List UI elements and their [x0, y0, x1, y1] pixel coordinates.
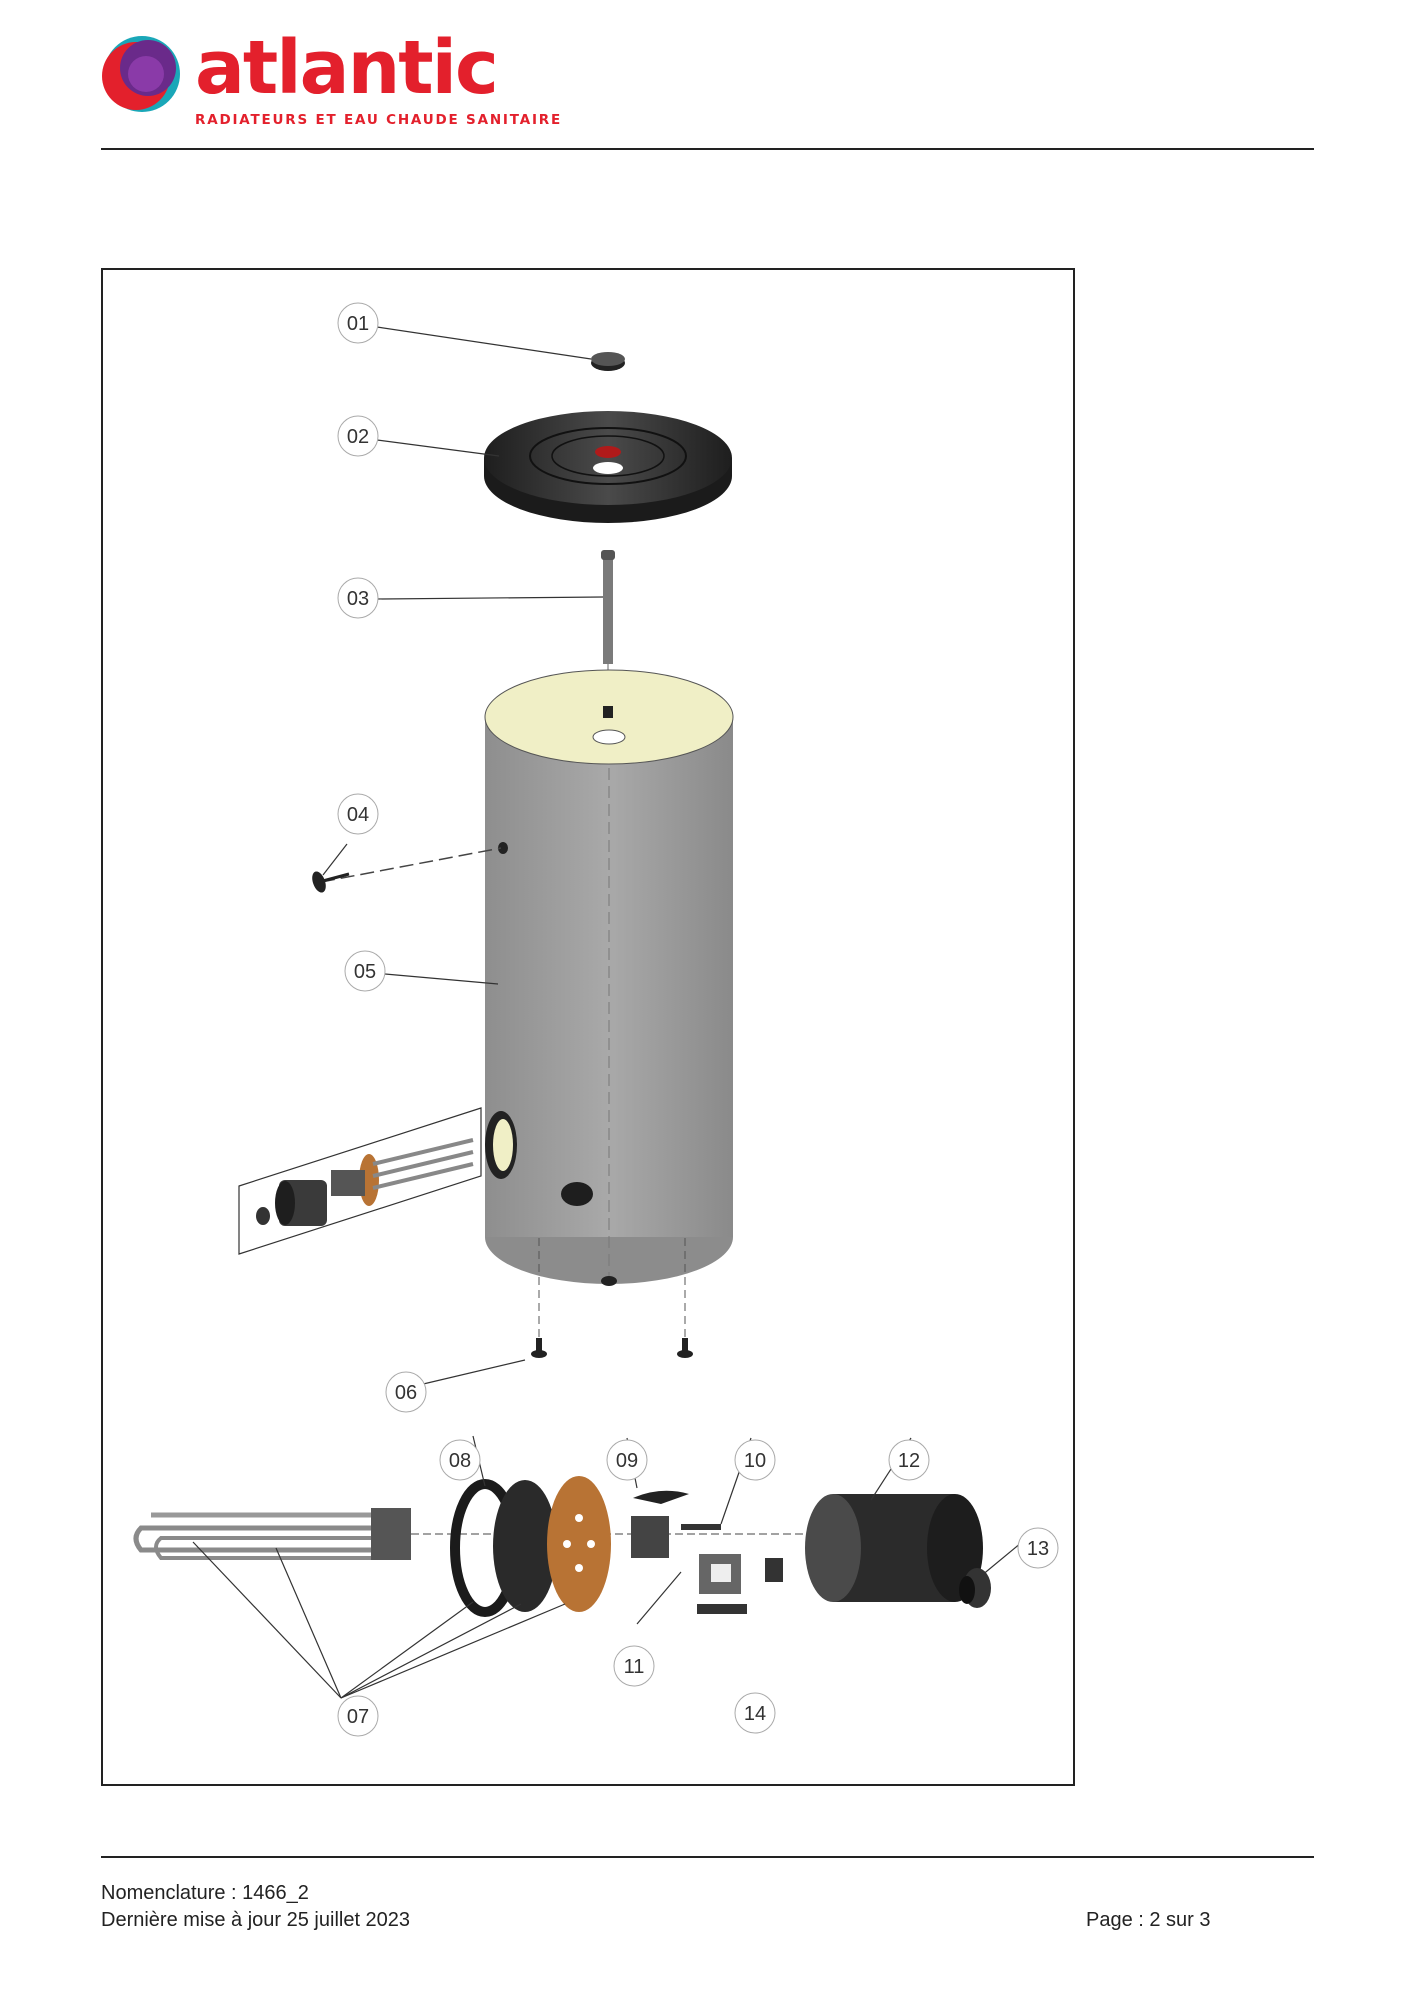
- svg-text:01: 01: [347, 313, 369, 335]
- inset-heater-assembly: [238, 1107, 482, 1255]
- callout-13: 13: [1017, 1527, 1059, 1569]
- callout-12: 12: [888, 1439, 930, 1481]
- svg-text:06: 06: [395, 1382, 417, 1404]
- footer-divider: [101, 1856, 1314, 1858]
- callout-01: 01: [337, 302, 379, 344]
- callout-10: 10: [734, 1439, 776, 1481]
- svg-text:13: 13: [1027, 1538, 1049, 1560]
- callout-08: 08: [439, 1439, 481, 1481]
- callout-07: 07: [337, 1695, 379, 1737]
- part-01-cap: [591, 352, 625, 371]
- page-header: atlantic RADIATEURS ET EAU CHAUDE SANITA…: [0, 0, 1410, 150]
- last-updated-text: Dernière mise à jour 25 juillet 2023: [101, 1909, 411, 1931]
- part-06-feet: [531, 1238, 693, 1358]
- svg-text:10: 10: [744, 1450, 766, 1472]
- svg-text:03: 03: [347, 588, 369, 610]
- part-04-probe: [312, 847, 502, 893]
- svg-text:11: 11: [624, 1656, 645, 1678]
- callout-02: 02: [337, 415, 379, 457]
- callout-05: 05: [344, 950, 386, 992]
- nomenclature-text: Nomenclature : 1466_2: [101, 1882, 309, 1904]
- atlantic-logo-icon: [102, 36, 180, 112]
- part-05-tank: [484, 669, 734, 1286]
- svg-text:07: 07: [347, 1706, 369, 1728]
- svg-text:12: 12: [898, 1450, 920, 1472]
- header-divider: [101, 148, 1314, 150]
- page-number: Page : 2 sur 3: [1086, 1909, 1211, 1931]
- callout-06: 06: [385, 1371, 427, 1413]
- svg-text:09: 09: [616, 1450, 638, 1472]
- callout-11: 11: [613, 1645, 655, 1687]
- part-02-top-cover: [484, 411, 732, 523]
- callout-04: 04: [337, 793, 379, 835]
- brand-tagline: RADIATEURS ET EAU CHAUDE SANITAIRE: [195, 112, 562, 128]
- svg-text:05: 05: [354, 961, 376, 983]
- svg-text:14: 14: [744, 1703, 766, 1725]
- diagram-frame: [101, 268, 1075, 1786]
- svg-text:08: 08: [449, 1450, 471, 1472]
- exploded-view-diagram: 01 02 03 04 05 06 07 08 09 10 11 12 13 1…: [133, 302, 1059, 1737]
- svg-text:04: 04: [347, 804, 369, 826]
- brand-name: atlantic: [195, 25, 499, 111]
- callout-14: 14: [734, 1692, 776, 1734]
- svg-text:02: 02: [347, 426, 369, 448]
- callout-09: 09: [606, 1439, 648, 1481]
- callout-03: 03: [337, 577, 379, 619]
- bottom-element-exploded-view: [133, 1476, 991, 1617]
